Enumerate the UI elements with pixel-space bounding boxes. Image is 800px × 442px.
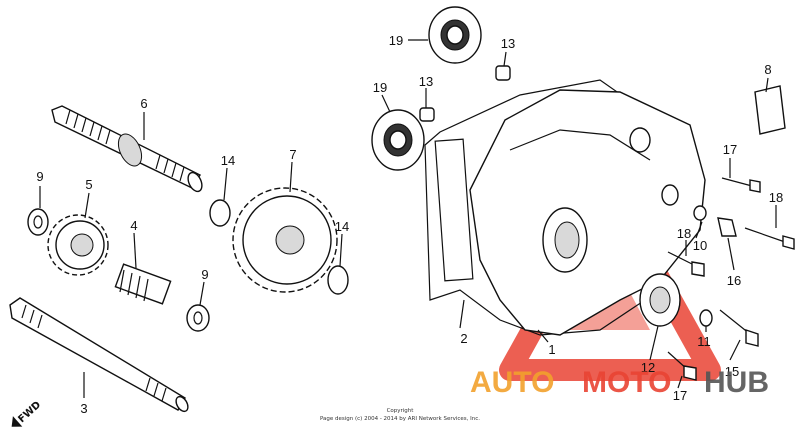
callout-18-upper: 18 xyxy=(769,190,783,205)
fwd-direction-indicator: FWD xyxy=(11,400,43,427)
callout-14-right: 14 xyxy=(335,219,349,234)
part-8-label-plate xyxy=(754,85,786,135)
callout-5: 5 xyxy=(85,177,92,192)
part-17-bolt-upper xyxy=(721,177,761,193)
watermark-hub: HUB xyxy=(704,366,769,399)
fwd-label: FWD xyxy=(16,400,43,426)
part-19-bearing-left xyxy=(371,109,425,171)
part-14-circlip-right xyxy=(327,265,349,295)
callout-7: 7 xyxy=(289,147,296,162)
callout-18-lower: 18 xyxy=(677,226,691,241)
part-3-countershaft xyxy=(9,297,189,413)
part-9-washer-upper xyxy=(27,208,49,236)
callout-9-upper: 9 xyxy=(36,169,43,184)
callout-13-lower: 13 xyxy=(419,74,433,89)
part-4-spline-gear xyxy=(114,263,172,305)
part-6-mainshaft xyxy=(51,105,203,193)
part-10-washer xyxy=(693,205,707,221)
callout-12: 12 xyxy=(641,360,655,375)
part-18-bolt-upper xyxy=(744,227,795,250)
callout-8: 8 xyxy=(764,62,771,77)
part-11-washer xyxy=(699,309,713,327)
copyright-line-2: Page design (c) 2004 - 2014 by ARI Netwo… xyxy=(320,416,480,422)
watermark-auto: AUTO xyxy=(470,366,554,399)
part-16-drain-bolt xyxy=(717,217,737,237)
arrow-icon xyxy=(11,416,23,427)
callout-15: 15 xyxy=(725,364,739,379)
part-13-dowel-pin-upper xyxy=(495,65,511,81)
part-19-bearing-top xyxy=(428,6,482,64)
callout-3: 3 xyxy=(80,401,87,416)
watermark-brand: AUTO MOTO HUB xyxy=(470,366,769,399)
callout-17-lower: 17 xyxy=(673,388,687,403)
part-14-circlip-left xyxy=(209,199,231,227)
callout-2: 2 xyxy=(460,331,467,346)
callout-19-top: 19 xyxy=(389,33,403,48)
callout-6: 6 xyxy=(140,96,147,111)
callout-10: 10 xyxy=(693,238,707,253)
copyright-line-1: Copyright xyxy=(387,408,415,414)
part-9-washer-lower xyxy=(186,304,210,332)
part-18-bolt-lower xyxy=(667,251,705,277)
callout-1: 1 xyxy=(548,342,555,357)
part-7-large-gear xyxy=(232,187,338,293)
leader-lines xyxy=(39,39,777,398)
part-13-dowel-pin-lower xyxy=(419,107,435,122)
part-15-bolt xyxy=(719,309,759,347)
callout-19-left: 19 xyxy=(373,80,387,95)
part-1-case-cover xyxy=(469,89,706,336)
callout-14-left: 14 xyxy=(221,153,235,168)
callout-17-upper: 17 xyxy=(723,142,737,157)
callout-9-lower: 9 xyxy=(201,267,208,282)
watermark-moto: MOTO xyxy=(582,366,671,399)
part-17-bolt-lower xyxy=(667,351,697,381)
part-5-gear xyxy=(47,214,109,276)
callout-4: 4 xyxy=(130,218,137,233)
callout-11: 11 xyxy=(697,334,711,349)
part-12-oil-seal xyxy=(639,273,681,327)
callout-16: 16 xyxy=(727,273,741,288)
callout-13-upper: 13 xyxy=(501,36,515,51)
